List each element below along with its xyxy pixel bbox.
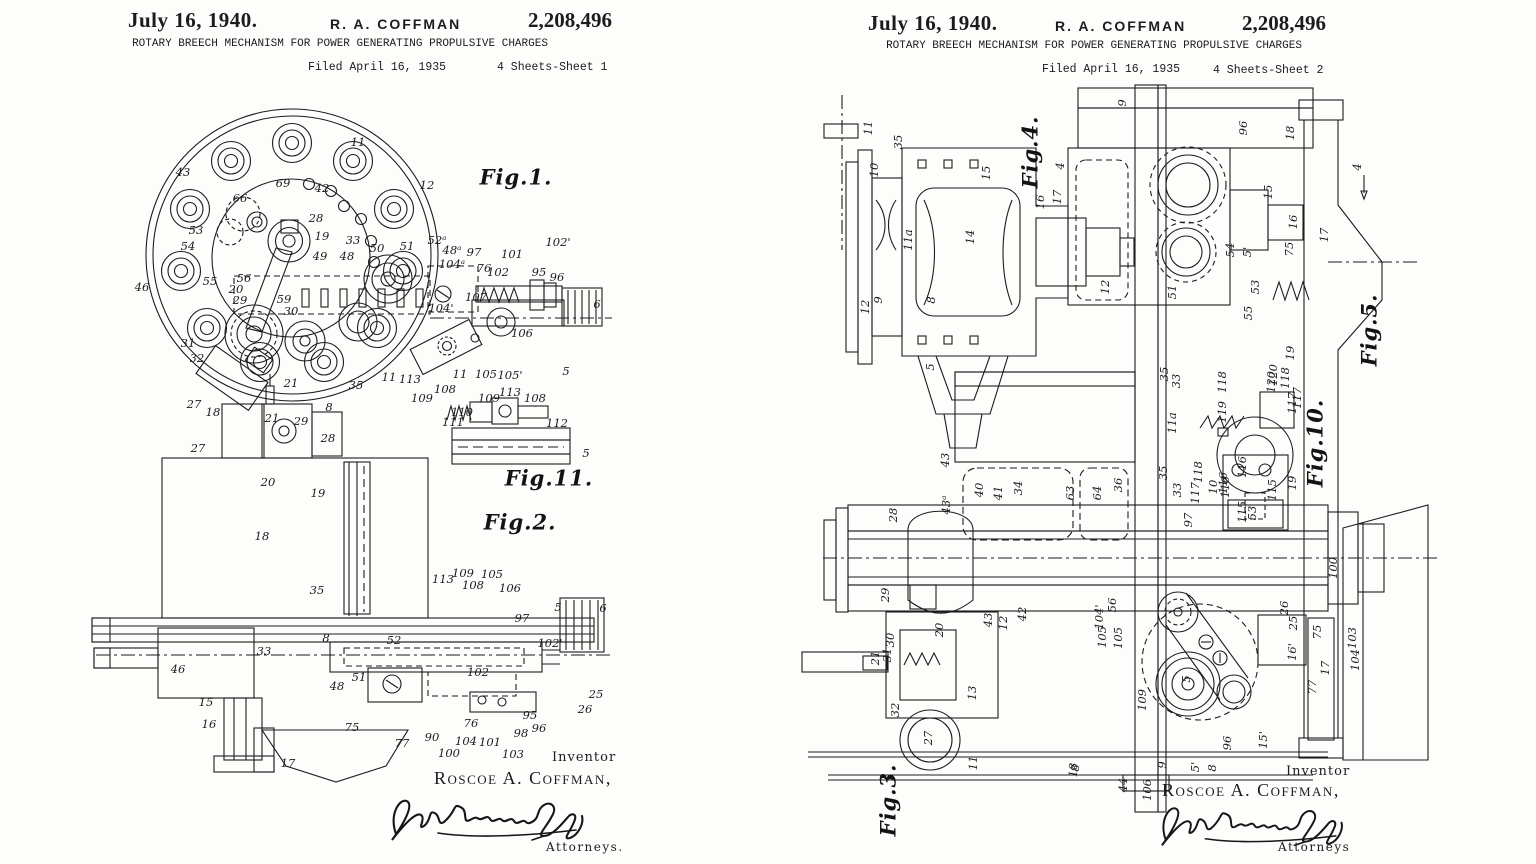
fig11-valve-detail-drawing (446, 397, 571, 465)
filing-date: Filed April 16, 1935 (308, 61, 447, 74)
filing-date: Filed April 16, 1935 (1042, 63, 1181, 76)
patent-number: 2,208,496 (528, 8, 612, 32)
fig4-breech-section-drawing (823, 95, 1135, 449)
inventor-header-name: R. A. COFFMAN (1055, 18, 1187, 34)
fig1-firing-mechanism-drawing (409, 265, 612, 376)
inventor-signature-name: Roscoe A. Coffman, (1162, 780, 1340, 800)
inventor-caption: Inventor (1286, 764, 1351, 779)
inventor-signature-name: Roscoe A. Coffman, (434, 768, 612, 788)
patent-number: 2,208,496 (1242, 11, 1326, 35)
attorney-signature (391, 799, 584, 841)
fig10-ratchet-detail-drawing (1199, 391, 1295, 520)
fig1-rotary-breech-disc-drawing (145, 108, 439, 412)
patent-title: ROTARY BREECH MECHANISM FOR POWER GENERA… (886, 40, 1302, 52)
attorneys-caption: Attorneys. (546, 840, 624, 854)
inventor-header-name: R. A. COFFMAN (330, 16, 462, 32)
inventor-caption: Inventor (552, 750, 617, 765)
sheet-number: 4 Sheets-Sheet 1 (497, 61, 608, 74)
attorneys-caption: Attorneys (1278, 840, 1351, 854)
page-sheet-1: July 16, 1940. R. A. COFFMAN 2,208,496 R… (91, 8, 624, 854)
patent-title: ROTARY BREECH MECHANISM FOR POWER GENERA… (132, 38, 548, 50)
fig5-cam-plate-drawing (1298, 99, 1418, 759)
fig2-breech-assembly-drawing (91, 374, 612, 783)
page-sheet-2: July 16, 1940. R. A. COFFMAN 2,208,496 R… (768, 0, 1536, 864)
sheet2-drawing (801, 84, 1440, 813)
fig3-breech-elevation-drawing (801, 84, 1440, 813)
patent-date: July 16, 1940. (128, 8, 258, 32)
attorney-signature (1161, 807, 1343, 847)
patent-date: July 16, 1940. (868, 11, 998, 35)
sheet1-drawing (91, 108, 612, 783)
sheet-number: 4 Sheets-Sheet 2 (1213, 64, 1324, 77)
